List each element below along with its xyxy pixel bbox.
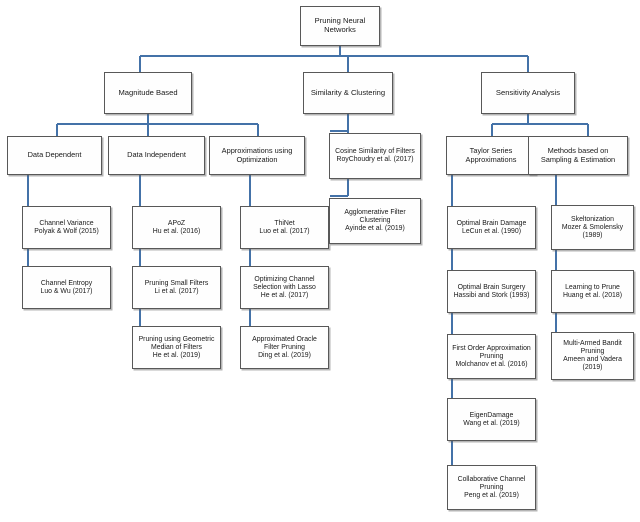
leaf-optimal-brain-surgery-name: Optimal Brain Surgery: [457, 283, 526, 291]
leaf-optimal-brain-damage[interactable]: Optimal Brain Damage LeCun et al. (1990): [447, 206, 536, 249]
leaf-channel-entropy-cite: Luo & Wu (2017): [40, 287, 93, 295]
leaf-cosine-similarity-filters-name: Cosine Similarity of Filters: [335, 148, 415, 155]
leaf-pruning-geometric-median-cite: He et al. (2019): [152, 351, 201, 359]
node-data-dependent-label: Data Dependent: [27, 150, 82, 160]
leaf-cosine-similarity-filters[interactable]: Cosine Similarity of Filters RoyChoudry …: [329, 133, 421, 179]
node-data-dependent[interactable]: Data Dependent: [7, 136, 102, 175]
leaf-agglomerative-filter-clustering[interactable]: Agglomerative Filter Clustering Ayinde e…: [329, 198, 421, 244]
leaf-pruning-geometric-median[interactable]: Pruning using Geometric Median of Filter…: [132, 326, 221, 369]
node-sensitivity-analysis[interactable]: Sensitivity Analysis: [481, 72, 575, 114]
leaf-channel-entropy-name: Channel Entropy: [40, 279, 93, 287]
leaf-eigendamage[interactable]: EigenDamage Wang et al. (2019): [447, 398, 536, 441]
node-magnitude-based-label: Magnitude Based: [118, 87, 178, 97]
leaf-eigendamage-cite: Wang et al. (2019): [463, 419, 520, 427]
node-data-independent-label: Data Independent: [127, 150, 186, 160]
leaf-cosine-similarity-filters-cite: RoyChoudry et al. (2017): [336, 156, 414, 163]
node-approximations-line-2: Optimization: [236, 154, 278, 164]
leaf-thinet-name: ThiNet: [274, 219, 295, 227]
leaf-optimal-brain-damage-name: Optimal Brain Damage: [456, 219, 527, 227]
node-taylor-series-line-1: Taylor Series: [469, 145, 513, 155]
leaf-apoz[interactable]: APoZ Hu et al. (2016): [132, 206, 221, 249]
leaf-collaborative-channel-pruning[interactable]: Collaborative Channel Pruning Peng et al…: [447, 465, 536, 510]
leaf-multi-armed-bandit-pruning-name: Multi-Armed Bandit Pruning: [563, 340, 622, 355]
leaf-skeltonization-cite: Mozer & Smolensky (1989): [561, 223, 624, 239]
node-methods-sampling-estimation[interactable]: Methods based on Sampling & Estimation: [528, 136, 628, 175]
leaf-multi-armed-bandit-pruning[interactable]: Multi-Armed Bandit Pruning Ameen and Vad…: [551, 332, 634, 380]
node-sensitivity-analysis-label: Sensitivity Analysis: [495, 87, 561, 97]
leaf-optimizing-channel-selection-lasso-cite: He et al. (2017): [260, 291, 309, 299]
leaf-learning-to-prune-cite: Huang et al. (2018): [563, 291, 622, 299]
leaf-skeltonization[interactable]: Skeltonization Mozer & Smolensky (1989): [551, 205, 634, 250]
node-magnitude-based[interactable]: Magnitude Based: [104, 72, 192, 114]
leaf-pruning-small-filters-name: Pruning Small Filters: [144, 279, 209, 287]
leaf-skeltonization-name: Skeltonization: [571, 215, 614, 223]
leaf-first-order-approximation-pruning-cite: Molchanov et al. (2016): [455, 360, 528, 368]
leaf-channel-entropy[interactable]: Channel Entropy Luo & Wu (2017): [22, 266, 111, 309]
node-approximations-using-optimization[interactable]: Approximations using Optimization: [209, 136, 305, 175]
leaf-approximated-oracle-filter-pruning[interactable]: Approximated Oracle Filter Pruning Ding …: [240, 326, 329, 369]
leaf-learning-to-prune[interactable]: Learning to Prune Huang et al. (2018): [551, 270, 634, 313]
leaf-apoz-cite: Hu et al. (2016): [152, 227, 201, 235]
leaf-pruning-small-filters[interactable]: Pruning Small Filters Li et al. (2017): [132, 266, 221, 309]
node-data-independent[interactable]: Data Independent: [108, 136, 205, 175]
leaf-optimal-brain-surgery-cite: Hassibi and Stork (1993): [453, 291, 530, 299]
node-taylor-series-approximations[interactable]: Taylor Series Approximations: [446, 136, 536, 175]
leaf-optimal-brain-damage-cite: LeCun et al. (1990): [462, 227, 521, 235]
leaf-channel-variance[interactable]: Channel Variance Polyak & Wolf (2015): [22, 206, 111, 249]
node-root-label: Pruning Neural Networks: [314, 16, 366, 34]
node-approximations-line-1: Approximations using: [221, 145, 293, 155]
leaf-apoz-name: APoZ: [167, 219, 186, 227]
leaf-approximated-oracle-filter-pruning-name: Approximated Oracle Filter Pruning: [252, 335, 317, 351]
node-similarity-clustering-label: Similarity & Clustering: [310, 87, 386, 97]
node-root[interactable]: Pruning Neural Networks: [300, 6, 380, 46]
leaf-channel-variance-name: Channel Variance: [39, 219, 94, 227]
leaf-first-order-approximation-pruning[interactable]: First Order Approximation Pruning Molcha…: [447, 334, 536, 379]
leaf-approximated-oracle-filter-pruning-cite: Ding et al. (2019): [258, 351, 311, 359]
leaf-collaborative-channel-pruning-name: Collaborative Channel Pruning: [457, 475, 526, 491]
leaf-thinet[interactable]: ThiNet Luo et al. (2017): [240, 206, 329, 249]
leaf-agglomerative-filter-clustering-name: Agglomerative Filter Clustering: [344, 209, 406, 224]
leaf-thinet-cite: Luo et al. (2017): [259, 227, 310, 235]
node-similarity-clustering[interactable]: Similarity & Clustering: [303, 72, 393, 114]
leaf-optimizing-channel-selection-lasso[interactable]: Optimizing Channel Selection with Lasso …: [240, 266, 329, 309]
leaf-first-order-approximation-pruning-name: First Order Approximation Pruning: [452, 344, 531, 360]
leaf-collaborative-channel-pruning-cite: Peng et al. (2019): [464, 491, 519, 499]
leaf-agglomerative-filter-clustering-cite: Ayinde et al. (2019): [345, 225, 405, 232]
leaf-pruning-small-filters-cite: Li et al. (2017): [154, 287, 199, 295]
node-methods-sampling-line-2: Sampling & Estimation: [540, 154, 616, 164]
leaf-optimizing-channel-selection-lasso-name: Optimizing Channel Selection with Lasso: [253, 275, 316, 291]
leaf-optimal-brain-surgery[interactable]: Optimal Brain Surgery Hassibi and Stork …: [447, 270, 536, 313]
leaf-channel-variance-cite: Polyak & Wolf (2015): [34, 227, 99, 235]
leaf-multi-armed-bandit-pruning-cite: Ameen and Vadera (2019): [563, 356, 622, 371]
node-taylor-series-line-2: Approximations: [465, 154, 517, 164]
leaf-pruning-geometric-median-name: Pruning using Geometric Median of Filter…: [138, 335, 215, 351]
leaf-learning-to-prune-name: Learning to Prune: [565, 283, 620, 291]
leaf-eigendamage-name: EigenDamage: [469, 411, 514, 419]
node-methods-sampling-line-1: Methods based on: [547, 145, 609, 155]
